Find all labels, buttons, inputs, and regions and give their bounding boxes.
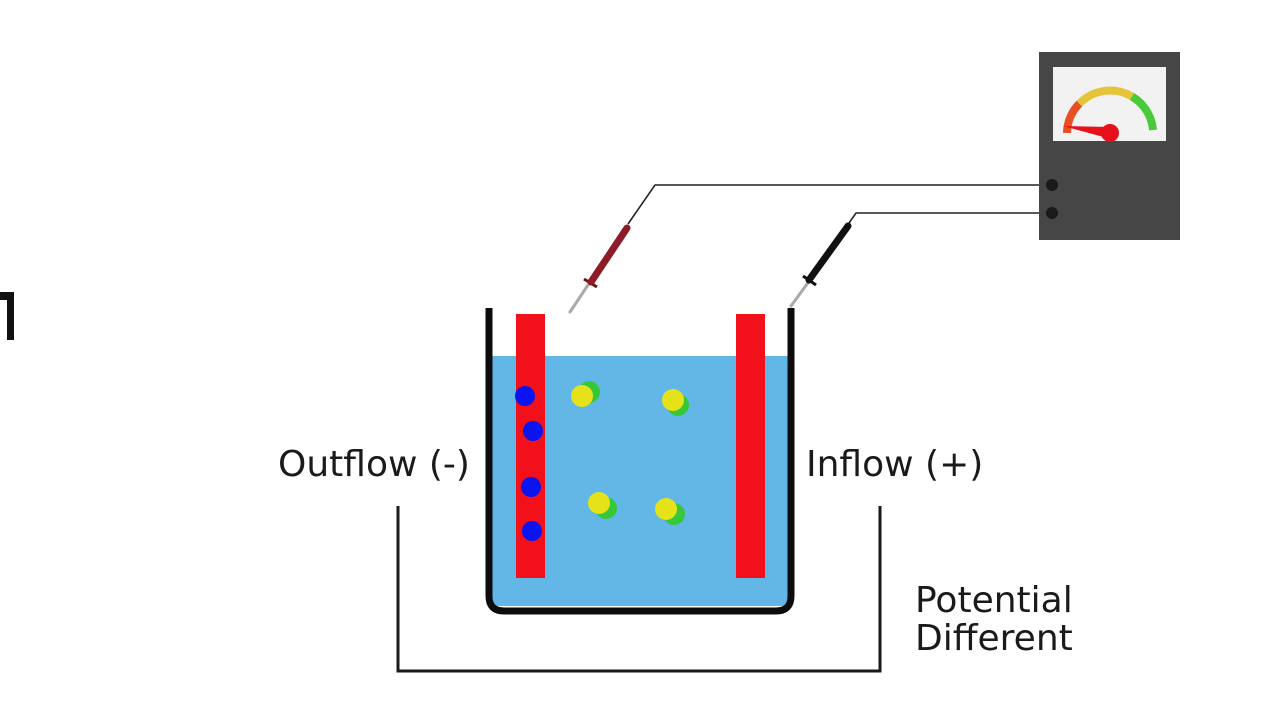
ion — [571, 381, 600, 407]
potential-label-line2: Different — [915, 618, 1073, 659]
inflow-label: Inflow (+) — [806, 444, 984, 485]
potential-bracket — [396, 506, 882, 673]
ion — [655, 498, 685, 525]
meter-scale-green — [1129, 93, 1157, 131]
black-probe — [789, 222, 852, 308]
meter-terminal-1 — [1046, 179, 1058, 191]
voltmeter — [1039, 52, 1180, 240]
electron — [521, 477, 541, 497]
electron — [523, 421, 543, 441]
red-probe — [568, 224, 631, 314]
meter-needle-pivot — [1101, 124, 1119, 142]
cathode-electrode — [736, 314, 765, 578]
outflow-label: Outflow (-) — [278, 444, 470, 485]
electrons — [515, 386, 543, 541]
electron — [522, 521, 542, 541]
electron — [515, 386, 535, 406]
meter-terminal-2 — [1046, 207, 1058, 219]
ion — [662, 389, 689, 416]
potential-label-line1: Potential — [915, 580, 1073, 621]
potential-difference-label: Potential Different — [915, 582, 1115, 658]
meter-needle — [1063, 126, 1111, 139]
wire-red-probe — [627, 184, 1052, 225]
meter-scale-red — [1063, 100, 1083, 134]
beaker — [485, 308, 795, 615]
wire-black-probe — [848, 212, 1052, 224]
ions — [571, 381, 689, 525]
ion — [588, 492, 617, 519]
meter-scale-yellow — [1076, 86, 1135, 107]
cropped-edge-mark — [0, 292, 14, 340]
